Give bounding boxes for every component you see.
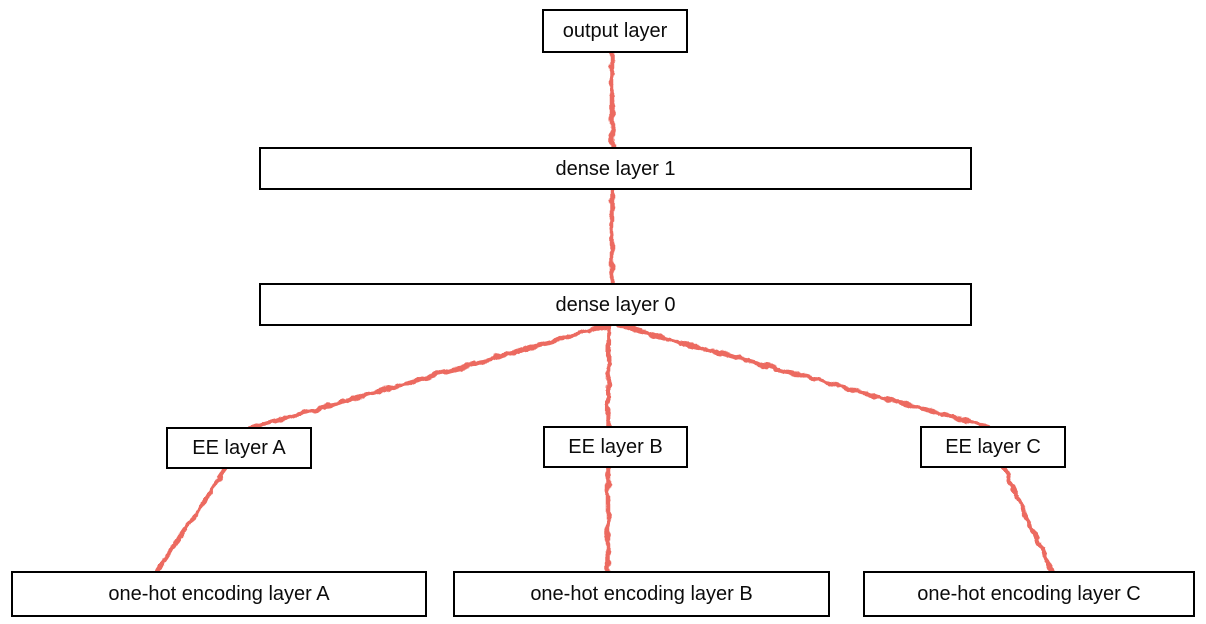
- node-dense-layer-1-label: dense layer 1: [555, 157, 676, 180]
- node-ee-layer-b: EE layer B: [543, 426, 688, 468]
- edge-oha-eea: [153, 464, 230, 576]
- edge-ohc-eec: [1000, 464, 1056, 576]
- node-dense-layer-0-label: dense layer 0: [555, 293, 676, 316]
- node-ee-layer-a-label: EE layer A: [192, 437, 286, 459]
- node-onehot-layer-a-label: one-hot encoding layer A: [108, 583, 330, 605]
- node-dense-layer-0: dense layer 0: [259, 283, 972, 326]
- node-output-layer: output layer: [542, 9, 688, 53]
- node-onehot-layer-a: one-hot encoding layer A: [11, 571, 427, 617]
- edge-eea-dense0: [245, 321, 615, 432]
- edge-eeb-dense0: [605, 321, 612, 433]
- edge-eec-dense0: [611, 321, 996, 431]
- node-onehot-layer-b: one-hot encoding layer B: [453, 571, 830, 617]
- node-onehot-layer-c: one-hot encoding layer C: [863, 571, 1195, 617]
- node-output-layer-label: output layer: [562, 20, 668, 42]
- node-ee-layer-c: EE layer C: [920, 426, 1066, 468]
- node-dense-layer-1: dense layer 1: [259, 147, 972, 190]
- node-ee-layer-b-label: EE layer B: [568, 436, 663, 458]
- node-ee-layer-a: EE layer A: [166, 427, 312, 469]
- node-onehot-layer-b-label: one-hot encoding layer B: [530, 583, 753, 605]
- node-onehot-layer-c-label: one-hot encoding layer C: [917, 583, 1141, 605]
- node-ee-layer-c-label: EE layer C: [945, 436, 1041, 458]
